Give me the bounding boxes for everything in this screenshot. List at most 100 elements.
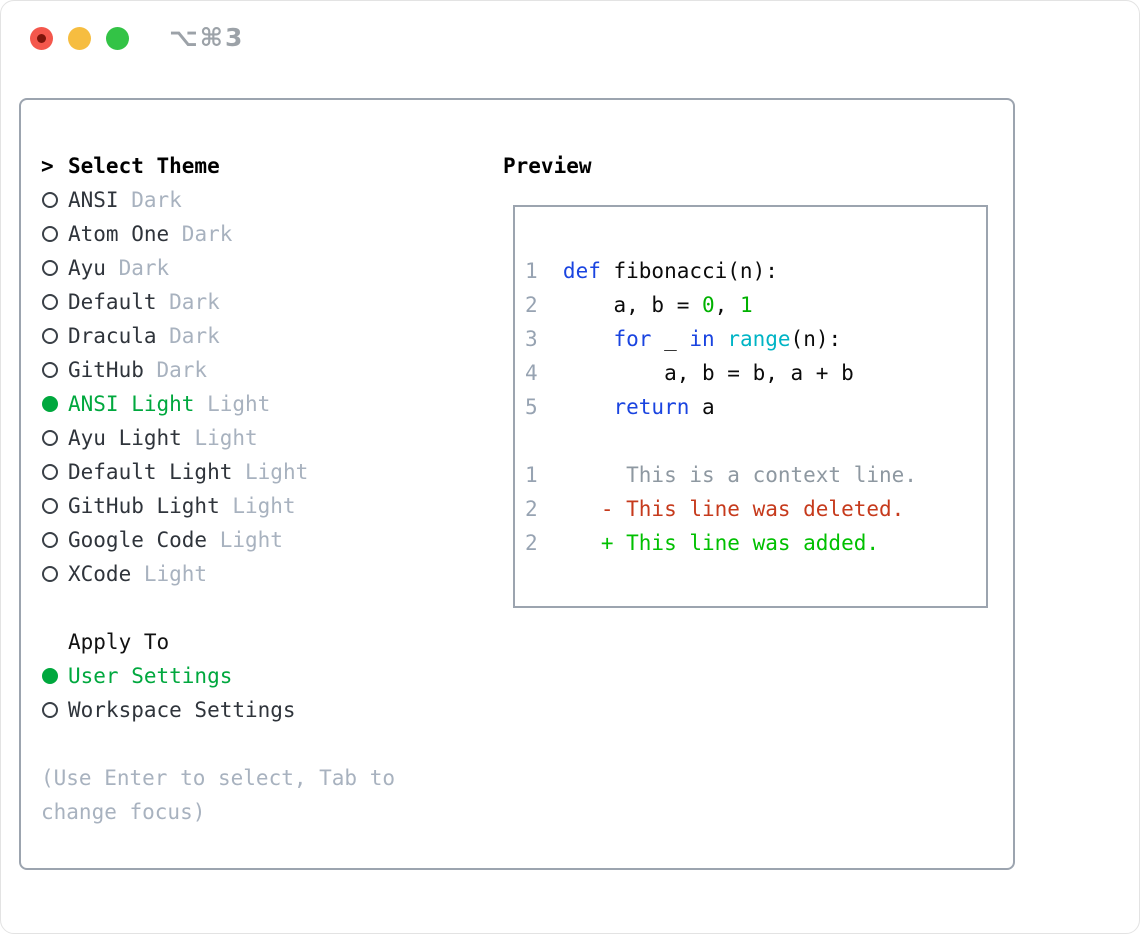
theme-name: Default: [68, 290, 157, 314]
code-token-num: 1: [739, 293, 753, 317]
line-number: 2: [525, 293, 538, 317]
line-number: 1: [525, 259, 538, 283]
code-token-kw: def: [562, 259, 601, 283]
apply-to-header: Apply To: [68, 625, 395, 659]
cursor-icon: >: [41, 154, 54, 178]
radio-cell: [41, 498, 68, 514]
radio-cell: [41, 328, 68, 344]
radio-selected-icon: [42, 668, 58, 684]
code-line: 5 return a: [525, 390, 917, 424]
line-number: 4: [525, 361, 538, 385]
code-line: 2 - This line was deleted.: [525, 492, 917, 526]
radio-cell: [41, 260, 68, 276]
radio-cell: [41, 294, 68, 310]
radio-cell: [41, 532, 68, 548]
select-theme-header: > Select Theme: [41, 149, 395, 183]
theme-name: Ayu Light: [68, 426, 182, 450]
code-blank-line: [525, 424, 917, 458]
theme-name: ANSI: [68, 188, 119, 212]
code-token-kw: for: [613, 327, 652, 351]
radio-selected-icon: [42, 396, 58, 412]
code-token-add: + This line was added.: [562, 531, 879, 555]
code-token-tx: a: [689, 395, 715, 419]
select-theme-title: Select Theme: [68, 154, 220, 178]
apply-option-user-settings[interactable]: User Settings: [41, 659, 395, 693]
preview-title: Preview: [503, 154, 592, 178]
radio-icon: [42, 464, 58, 480]
code-token-tx: (n):: [790, 327, 842, 351]
spacer: [41, 727, 395, 761]
code-line: 2 + This line was added.: [525, 526, 917, 560]
radio-cell: [41, 226, 68, 242]
line-number: 5: [525, 395, 538, 419]
theme-variant: Light: [194, 392, 271, 416]
theme-variant: Dark: [156, 324, 220, 348]
title-bar: ⌥⌘3: [1, 1, 1139, 77]
hint-text-line1: (Use Enter to select, Tab to: [41, 766, 396, 790]
code-token-tx: _: [651, 327, 690, 351]
theme-name: GitHub: [68, 358, 144, 382]
code-token-tx: [563, 327, 614, 351]
close-button[interactable]: [30, 27, 53, 50]
theme-name: ANSI Light: [68, 392, 195, 416]
line-number: 3: [525, 327, 538, 351]
radio-icon: [42, 702, 58, 718]
line-number: 1: [525, 463, 538, 487]
theme-option-github-light[interactable]: GitHub Light Light: [41, 489, 395, 523]
line-number: 2: [525, 531, 538, 555]
radio-icon: [42, 430, 58, 446]
apply-option-workspace-settings[interactable]: Workspace Settings: [41, 693, 395, 727]
theme-name: GitHub Light: [68, 494, 220, 518]
code-token-kw: in: [689, 327, 715, 351]
theme-variant: Light: [232, 460, 309, 484]
radio-icon: [42, 192, 58, 208]
radio-icon: [42, 532, 58, 548]
code-token-tx: [563, 395, 614, 419]
code-line: 2 a, b = 0, 1: [525, 288, 917, 322]
radio-icon: [42, 362, 58, 378]
theme-variant: Dark: [169, 222, 233, 246]
theme-variant: Dark: [118, 188, 182, 212]
theme-option-default[interactable]: Default Dark: [41, 285, 395, 319]
theme-variant: Light: [131, 562, 208, 586]
theme-variant: Light: [207, 528, 283, 552]
code-line: 3 for _ in range(n):: [525, 322, 917, 356]
radio-icon: [42, 328, 58, 344]
theme-option-default-light[interactable]: Default Light Light: [41, 455, 395, 489]
theme-name: Dracula: [68, 324, 157, 348]
theme-option-dracula[interactable]: Dracula Dark: [41, 319, 395, 353]
radio-icon: [42, 260, 58, 276]
code-token-tx: a, b = b, a + b: [562, 361, 854, 385]
theme-variant: Dark: [143, 358, 208, 382]
theme-name: Default Light: [68, 460, 233, 484]
radio-icon: [42, 498, 58, 514]
radio-icon: [42, 226, 58, 242]
theme-option-ayu[interactable]: Ayu Dark: [41, 251, 395, 285]
code-token-ctx: This is a context line.: [562, 463, 917, 487]
radio-cell: [41, 668, 68, 684]
code-token-kw: return: [613, 395, 690, 419]
zoom-button[interactable]: [106, 27, 129, 50]
code-token-bi: range: [727, 327, 791, 351]
theme-name: Atom One: [68, 222, 170, 246]
theme-option-ayu-light[interactable]: Ayu Light Light: [41, 421, 395, 455]
code-line: 1 This is a context line.: [525, 458, 917, 492]
theme-option-atom-one[interactable]: Atom One Dark: [41, 217, 395, 251]
theme-name: Ayu: [68, 256, 106, 280]
radio-cell: [41, 396, 68, 412]
theme-variant: Dark: [105, 256, 170, 280]
theme-option-ansi[interactable]: ANSI Dark: [41, 183, 395, 217]
theme-option-google-code[interactable]: Google Code Light: [41, 523, 395, 557]
theme-option-ansi-light[interactable]: ANSI Light Light: [41, 387, 395, 421]
minimize-button[interactable]: [68, 27, 91, 50]
theme-variant: Light: [181, 426, 258, 450]
theme-option-xcode[interactable]: XCode Light: [41, 557, 395, 591]
code-line: 4 a, b = b, a + b: [525, 356, 917, 390]
radio-cell: [41, 702, 68, 718]
theme-option-github[interactable]: GitHub Dark: [41, 353, 395, 387]
radio-icon: [42, 294, 58, 310]
